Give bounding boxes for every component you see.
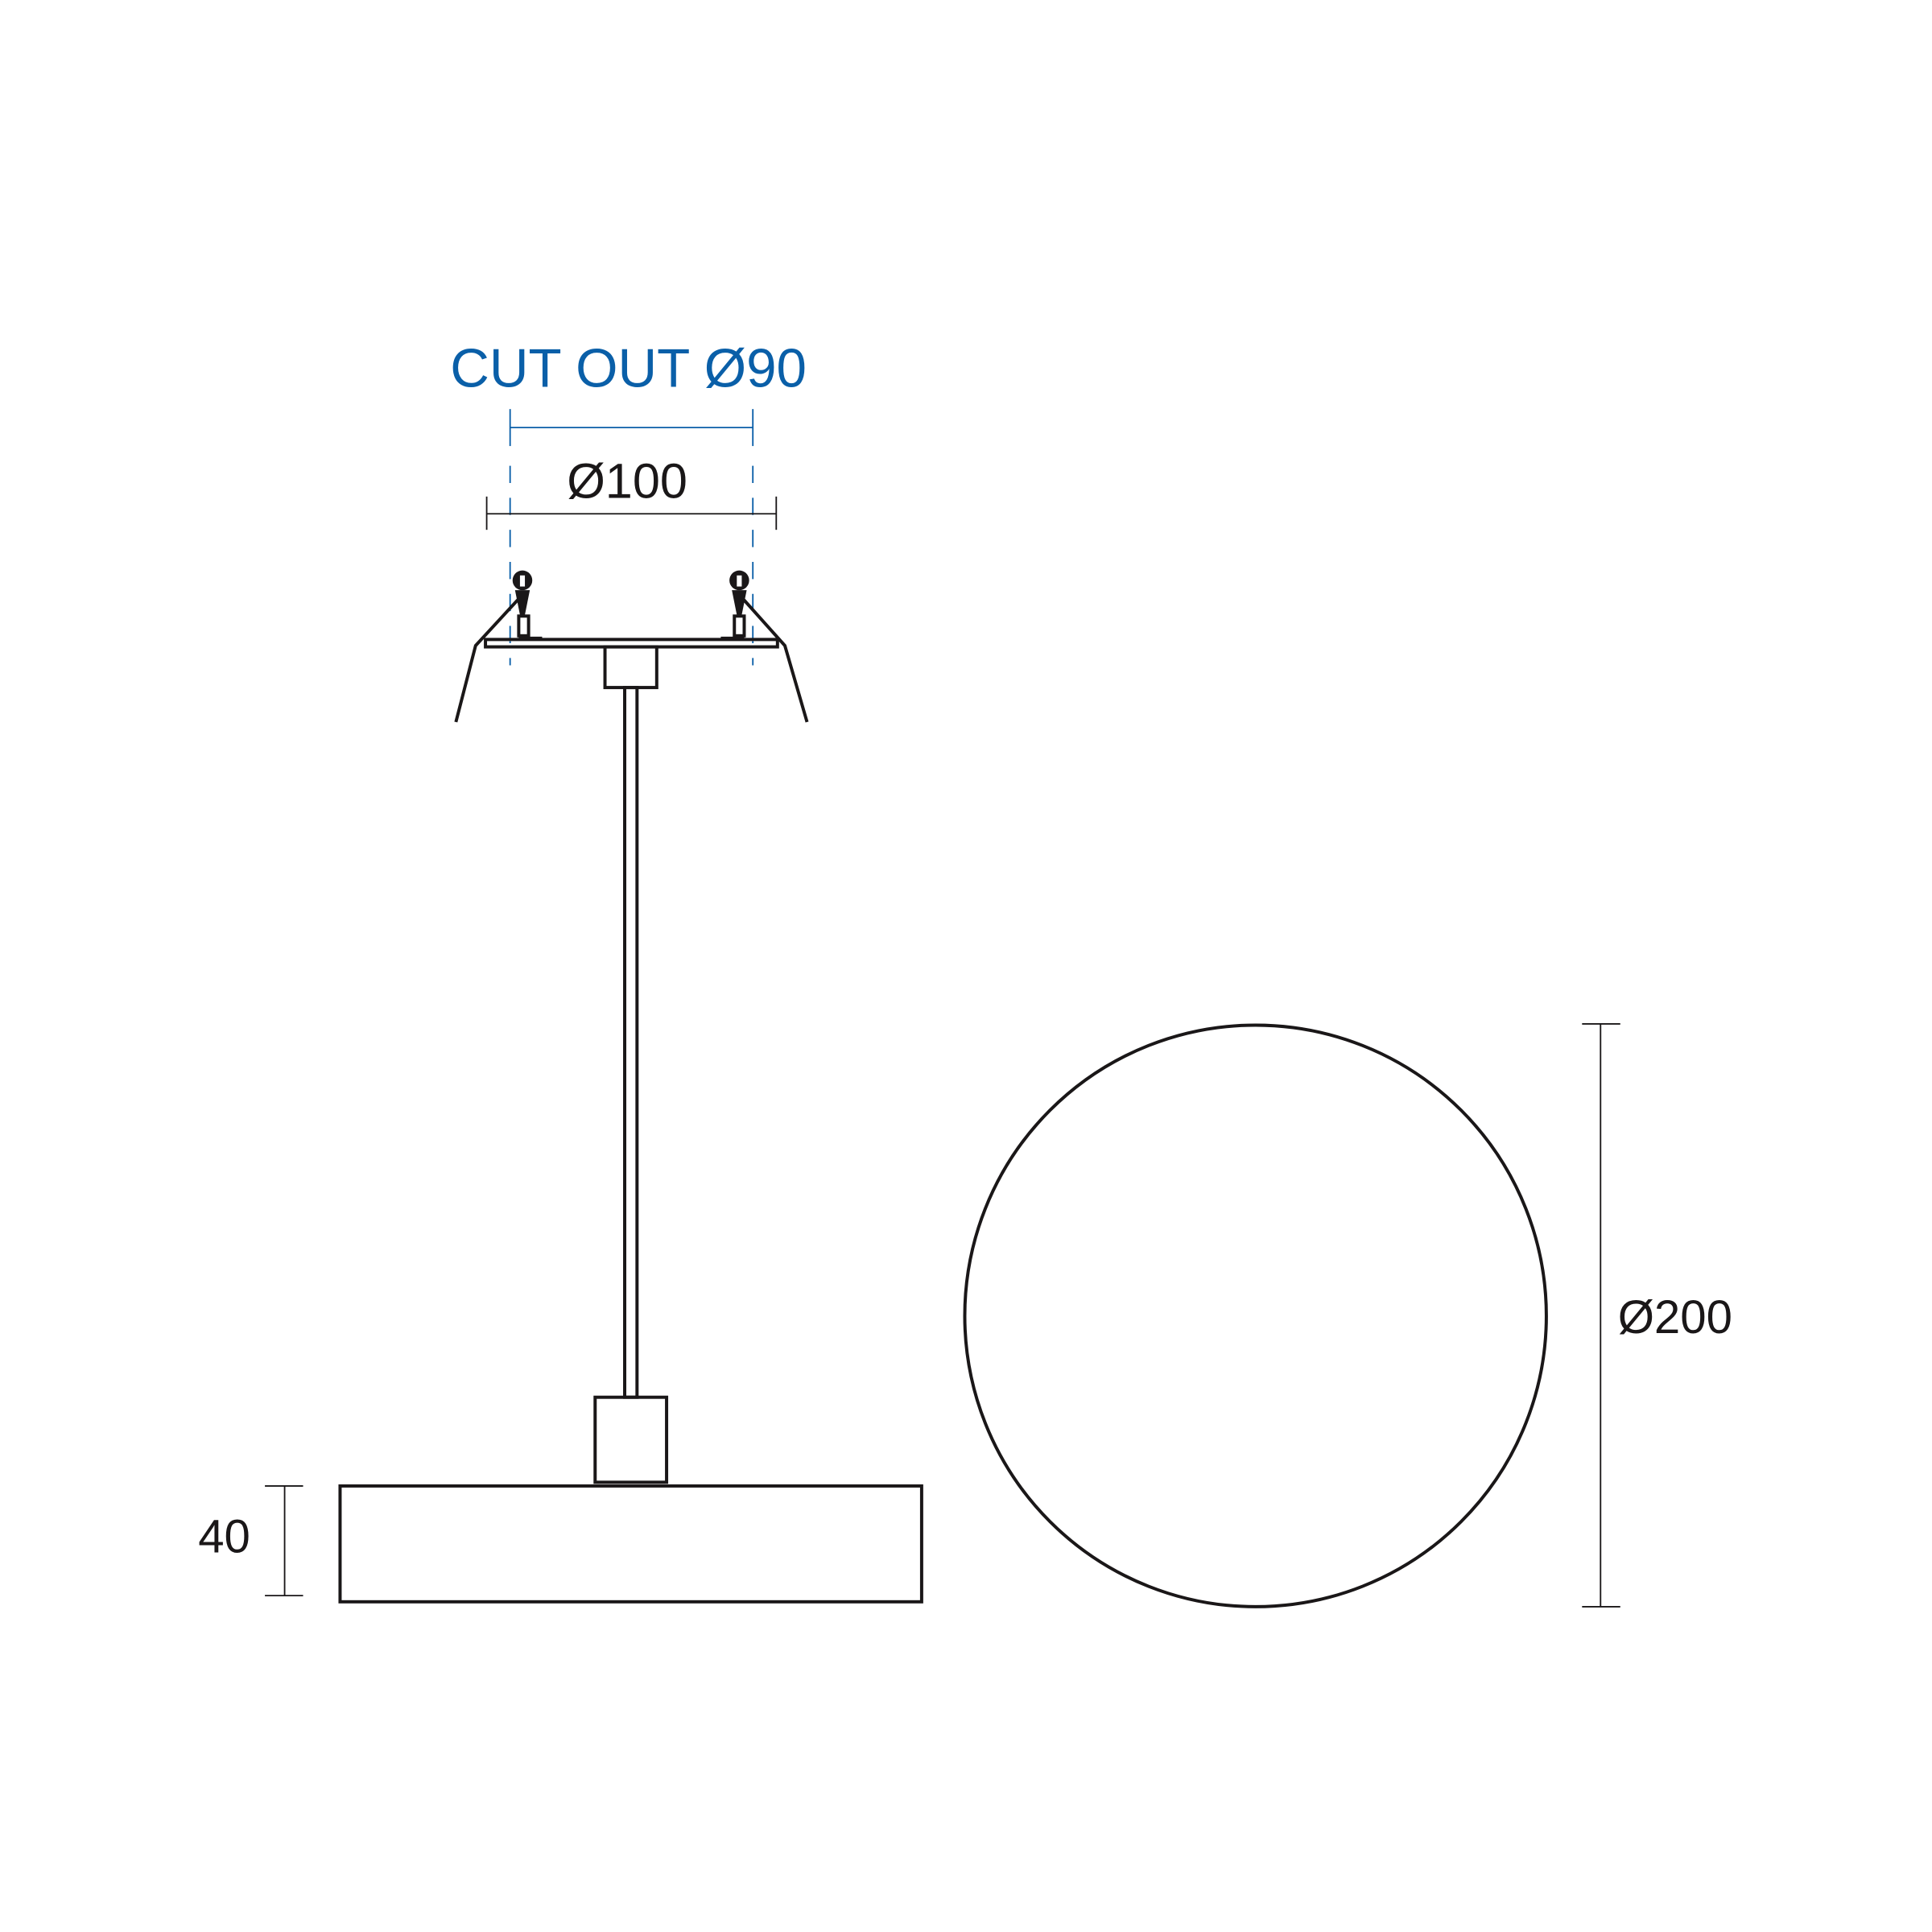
shade-diameter-label: Ø200 (1618, 1291, 1732, 1344)
lamp-body-side-view (338, 1484, 923, 1604)
cutout-dimension-line (509, 409, 754, 666)
ceiling-mount (454, 570, 809, 723)
mount-diameter-label: Ø100 (567, 453, 687, 508)
mount-dimension-line (485, 496, 778, 530)
shade-dimension-line (1582, 1023, 1620, 1608)
height-label: 40 (198, 1511, 250, 1563)
stem-connector (593, 1395, 669, 1484)
cutout-label: CUT OUT Ø90 (450, 339, 807, 399)
suspension-stem (623, 686, 639, 1399)
height-dimension-line (265, 1485, 303, 1597)
lamp-top-view (963, 1023, 1548, 1608)
